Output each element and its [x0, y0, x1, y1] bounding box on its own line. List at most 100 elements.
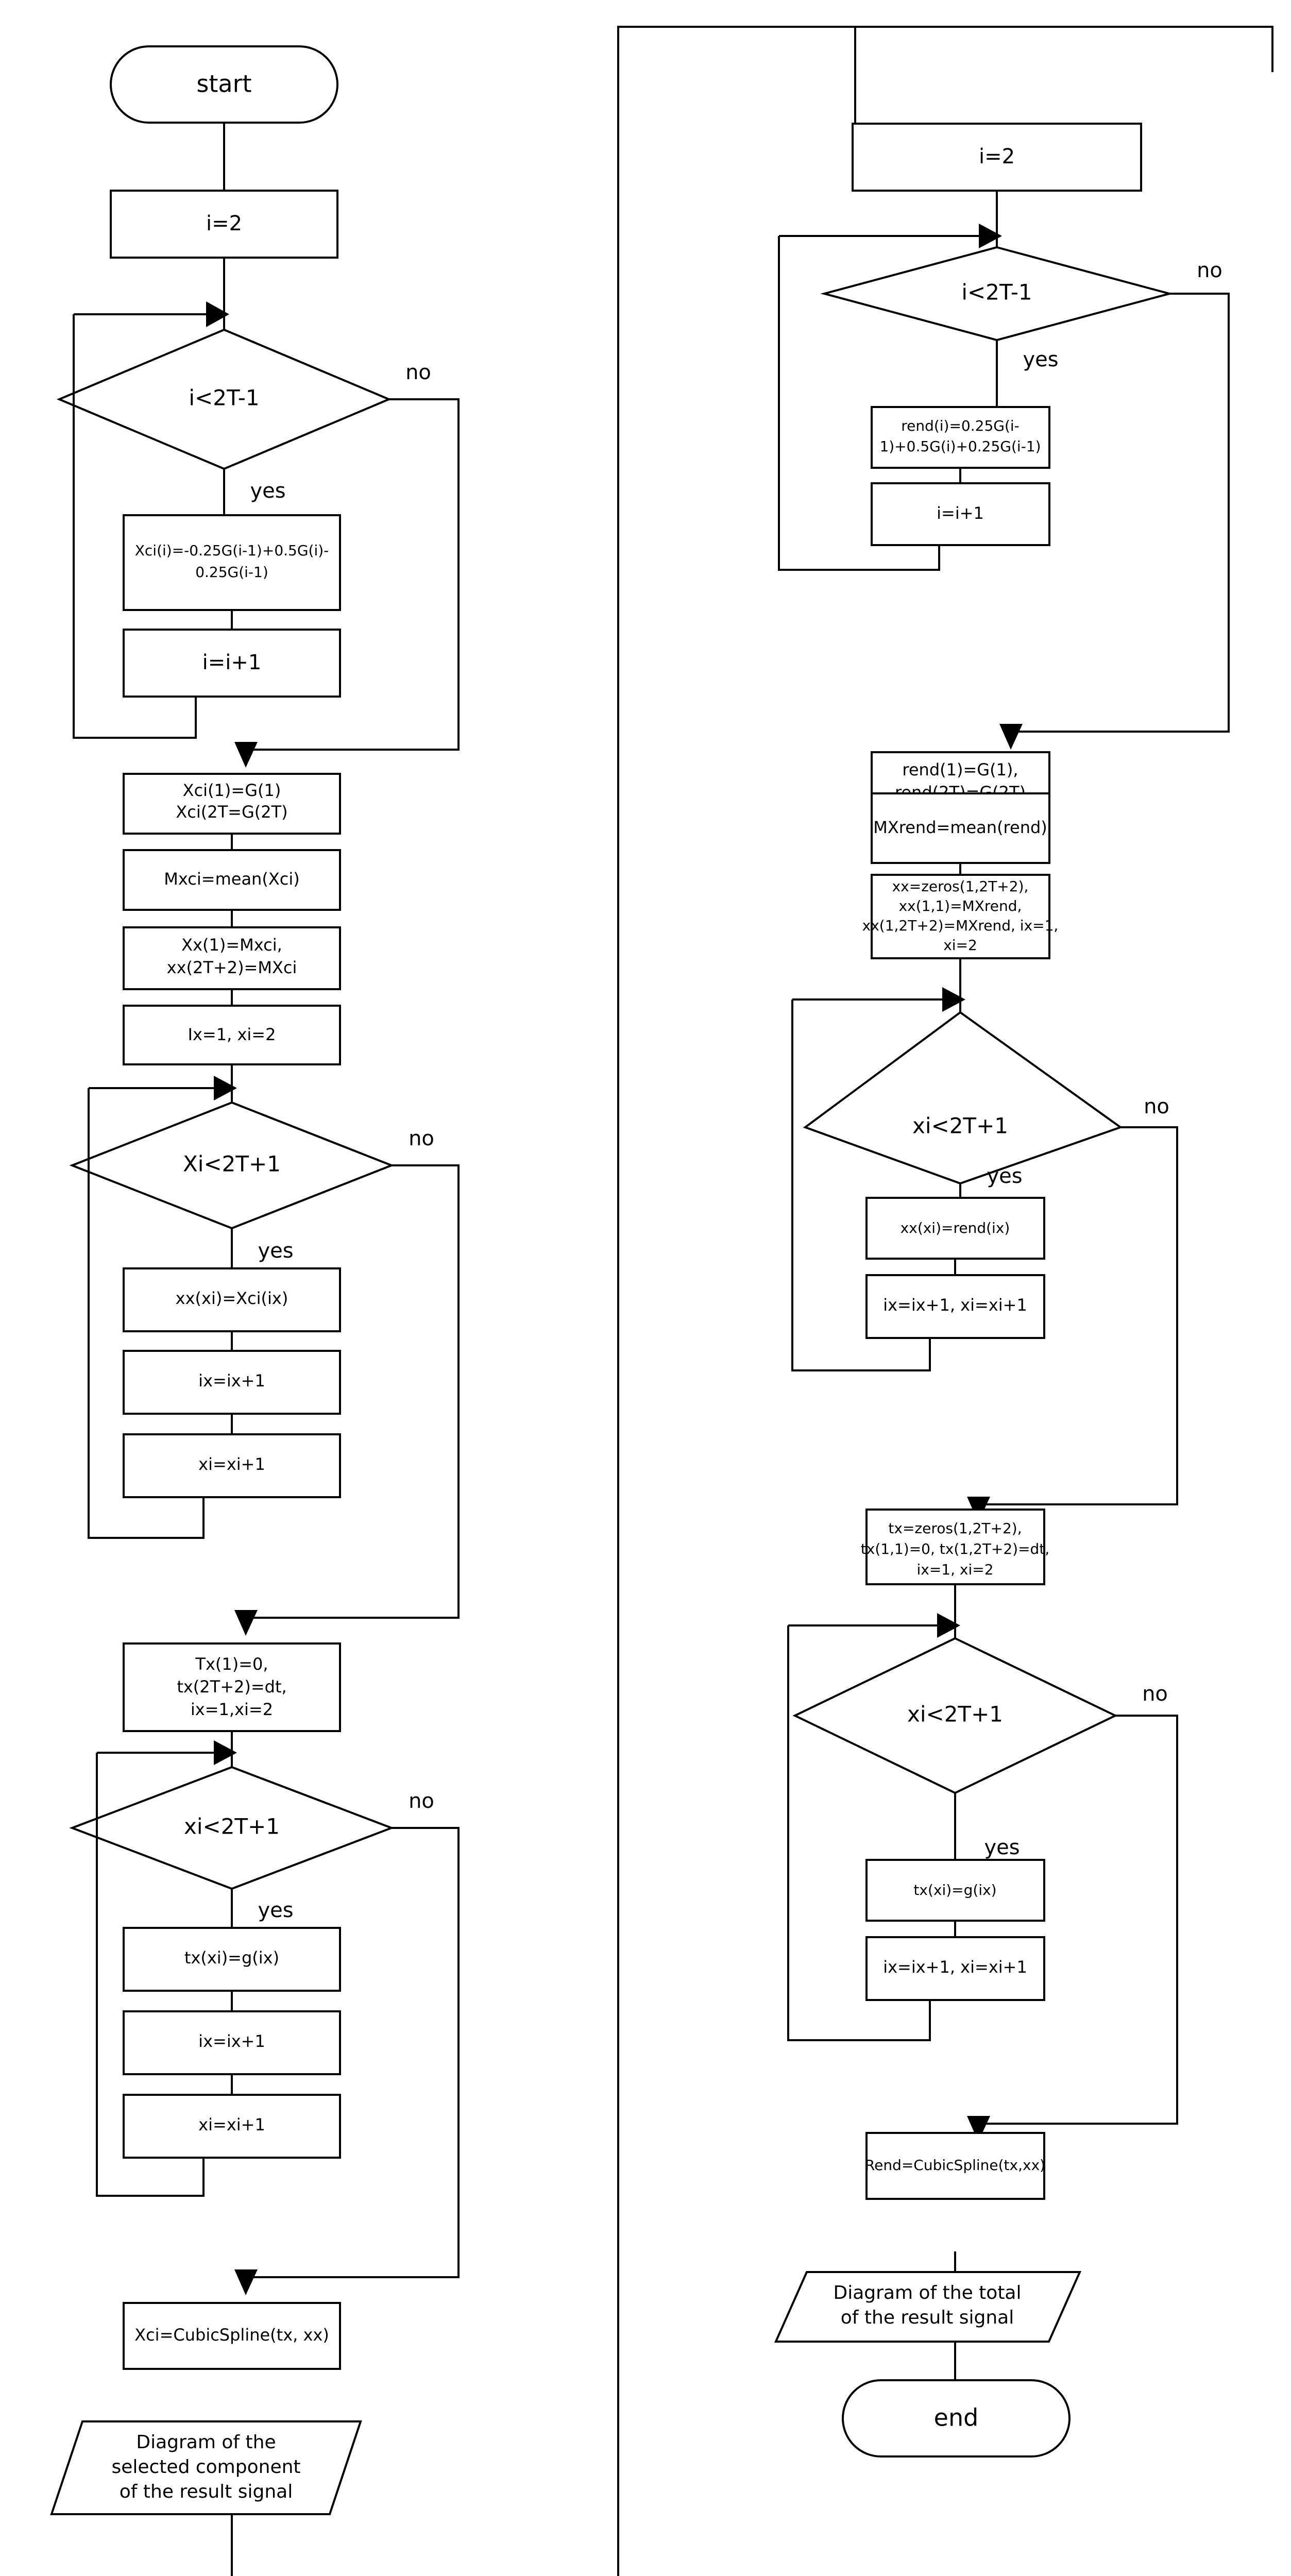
edge-right-loop3-back [787, 1625, 931, 2041]
edge-right-dec2-no [979, 1126, 1178, 1505]
process-shape [123, 1433, 341, 1498]
node-right-output-line1: Diagram of the total [834, 2282, 1022, 2303]
arrowhead-right-loop2 [942, 987, 965, 1012]
process-shape [123, 514, 341, 611]
node-left-xx-bounds-line2: xx(2T+2)=MXci [167, 958, 297, 977]
label-right-dec1-no: no [1197, 259, 1222, 282]
node-right-init-i: i=2 [852, 123, 1142, 192]
node-start: start [110, 45, 338, 124]
node-right-decision-3-label: xi<2T+1 [907, 1702, 1003, 1727]
arrowhead-left-dec3-no [234, 2269, 258, 2295]
node-left-output: Diagram of the selected component of the… [50, 2420, 362, 2515]
node-right-xx-zeros-line3: xx(1,2T+2)=MXrend, ix=1, [862, 917, 1059, 934]
io-shape [774, 2271, 1082, 2343]
label-left-dec1-yes: yes [250, 479, 285, 503]
node-left-tx-init-line1: Tx(1)=0, [195, 1654, 268, 1674]
node-left-inc-xi-2-label: xi=xi+1 [198, 2115, 265, 2134]
edge-left-loop3-back [96, 1753, 205, 2197]
process-shape [123, 773, 341, 835]
arrowhead-loop1 [206, 301, 229, 327]
node-right-tx-zeros: tx=zeros(1,2T+2), tx(1,1)=0, tx(1,2T+2)=… [861, 1509, 1049, 1585]
node-left-inc-i: i=i+1 [123, 629, 341, 698]
node-right-mxrend: MXrend=mean(rend) [871, 792, 1050, 864]
node-left-decision-2: Xi<2T+1 [69, 1101, 395, 1230]
edge-right-dec3-no [979, 1715, 1178, 2125]
node-right-inc-i: i=i+1 [871, 482, 1050, 546]
node-right-output: Diagram of the total of the result signa… [774, 2271, 1082, 2343]
node-left-decision-3: xi<2T+1 [69, 1766, 395, 1890]
node-left-tx-init-line2: tx(2T+2)=dt, [177, 1677, 286, 1697]
label-right-dec2-yes: yes [987, 1164, 1022, 1188]
io-shape [50, 2420, 362, 2515]
process-shape [865, 1509, 1045, 1585]
edge-left-dec2-no [242, 1164, 460, 1619]
node-left-xx-bounds: Xx(1)=Mxci, xx(2T+2)=MXci [123, 926, 341, 990]
arrowhead-left-dec1-no [234, 742, 258, 768]
node-left-inc-ix: ix=ix+1 [123, 1350, 341, 1415]
node-right-inc-ix-xi: ix=ix+1, xi=xi+1 [865, 1274, 1045, 1339]
edge-left-to-right-column [231, 26, 1273, 2576]
process-shape [123, 2302, 341, 2370]
process-shape [123, 1927, 341, 1992]
edge-left-dec3-no [242, 1827, 460, 2278]
label-right-dec3-yes: yes [984, 1836, 1020, 1859]
node-right-xx-zeros: xx=zeros(1,2T+2), xx(1,1)=MXrend, xx(1,2… [862, 874, 1059, 959]
node-right-tx-zeros-line1: tx=zeros(1,2T+2), [888, 1520, 1022, 1537]
node-right-output-line2: of the result signal [841, 2307, 1014, 2328]
node-right-assign-xx: xx(xi)=rend(ix) [865, 1197, 1045, 1260]
node-right-inc-i-label: i=i+1 [937, 503, 984, 523]
edge-left-dec1-no [242, 398, 460, 751]
process-shape [852, 123, 1142, 192]
node-right-assign-tx: tx(xi)=g(ix) [865, 1859, 1045, 1922]
node-left-xci-formula-line1: Xci(i)=-0.25G(i-1)+0.5G(i)- [135, 542, 329, 559]
process-shape [123, 629, 341, 698]
edge-left-loop2-back [88, 1088, 205, 1539]
process-shape [123, 2010, 341, 2075]
process-shape [123, 849, 341, 911]
arrowhead-left-dec2-no [234, 1610, 258, 1636]
node-left-init-ix-xi-label: Ix=1, xi=2 [188, 1025, 276, 1044]
edge-right-dec1-no [1010, 293, 1230, 733]
node-right-tx-zeros-line3: ix=1, xi=2 [916, 1561, 993, 1578]
process-shape [871, 406, 1050, 469]
node-right-rend-formula-line1: rend(i)=0.25G(i- [901, 417, 1020, 434]
node-right-inc-ix-xi-2-label: ix=ix+1, xi=xi+1 [883, 1957, 1027, 1977]
node-left-xx-bounds-line1: Xx(1)=Mxci, [181, 935, 282, 955]
node-left-mxci: Mxci=mean(Xci) [123, 849, 341, 911]
node-left-xci-bounds-line1: Xci(1)=G(1) [183, 781, 281, 800]
node-end-label: end [934, 2404, 979, 2432]
node-left-init-i: i=2 [110, 190, 338, 259]
node-right-mxrend-label: MXrend=mean(rend) [873, 818, 1047, 837]
node-left-cubic-spline-label: Xci=CubicSpline(tx, xx) [134, 2325, 329, 2345]
edge-right-loop1-back [778, 236, 940, 571]
decision-shape [803, 1011, 1123, 1185]
arrowhead-right-dec1-no [999, 724, 1023, 750]
node-left-decision-1-label: i<2T-1 [189, 385, 259, 411]
arrowhead-right-loop1 [979, 224, 1002, 248]
process-shape [865, 1274, 1045, 1339]
node-left-decision-3-label: xi<2T+1 [184, 1814, 280, 1839]
process-shape [123, 1267, 341, 1332]
node-left-inc-ix-2-label: ix=ix+1 [198, 2031, 265, 2051]
node-end: end [842, 2379, 1071, 2458]
node-right-assign-xx-label: xx(xi)=rend(ix) [901, 1219, 1010, 1236]
label-right-dec1-yes: yes [1023, 348, 1058, 371]
node-right-decision-1: i<2T-1 [820, 246, 1174, 342]
node-right-xx-zeros-line4: xi=2 [943, 937, 977, 954]
node-left-assign-tx: tx(xi)=g(ix) [123, 1927, 341, 1992]
process-shape [871, 482, 1050, 546]
process-shape [123, 1642, 341, 1732]
node-right-inc-ix-xi-label: ix=ix+1, xi=xi+1 [883, 1295, 1027, 1315]
node-left-inc-xi-2: xi=xi+1 [123, 2094, 341, 2159]
terminator-shape [842, 2379, 1071, 2458]
process-shape [123, 926, 341, 990]
node-left-inc-i-label: i=i+1 [202, 651, 262, 674]
process-shape [123, 1005, 341, 1065]
node-left-output-line3: of the result signal [120, 2481, 293, 2502]
node-left-xci-bounds-line2: Xci(2T=G(2T) [176, 802, 287, 822]
arrowhead-right-dec3-no [967, 2116, 990, 2142]
node-left-output-line1: Diagram of the [136, 2432, 276, 2453]
label-left-dec2-no: no [409, 1127, 434, 1150]
node-right-init-i-label: i=2 [979, 145, 1015, 168]
process-shape [865, 1197, 1045, 1260]
